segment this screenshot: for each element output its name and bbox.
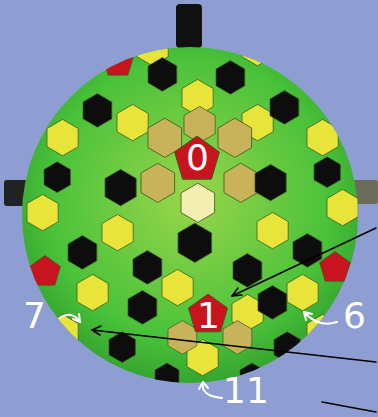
- callout-number: 7: [23, 298, 46, 334]
- callout-number-text: 7: [23, 295, 46, 336]
- callout-number-text: 6: [343, 295, 366, 336]
- callout-number: 0: [186, 140, 209, 176]
- callout-number: 11: [223, 373, 269, 409]
- callout-number-text: 11: [223, 370, 269, 411]
- callout-number-text: 1: [197, 295, 220, 336]
- callout-number: 6: [343, 298, 366, 334]
- callout-number: 1: [197, 298, 220, 334]
- callout-number-text: 0: [186, 137, 209, 178]
